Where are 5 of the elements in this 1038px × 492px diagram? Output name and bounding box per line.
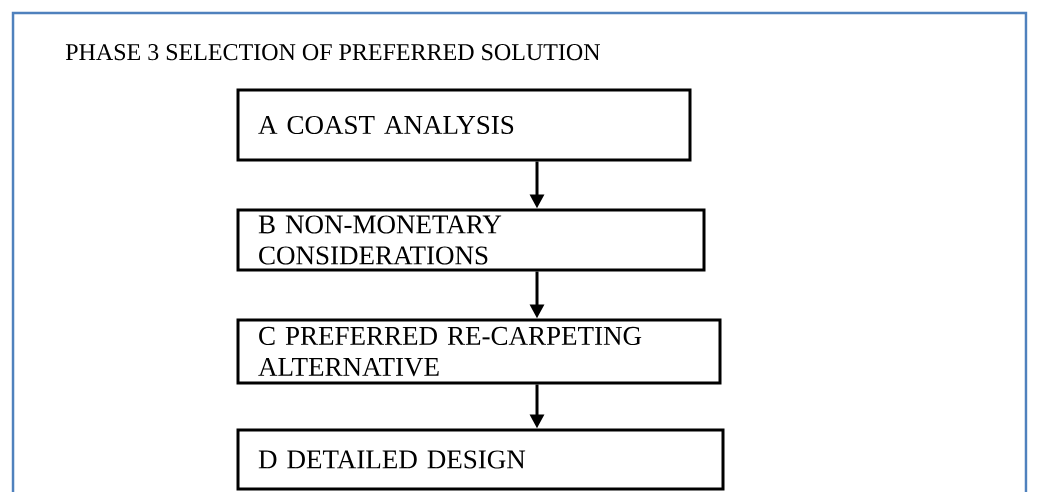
heading: PHASE 3 SELECTION OF PREFERRED SOLUTION <box>65 44 600 61</box>
process-box: B NON-MONETARY CONSIDERATIONS <box>236 208 706 272</box>
process-box: D DETAILED DESIGN <box>236 428 725 491</box>
process-box: C PREFERRED RE-CARPETING ALTERNATIVE <box>236 318 722 385</box>
process-box: A COAST ANALYSIS <box>236 88 692 162</box>
